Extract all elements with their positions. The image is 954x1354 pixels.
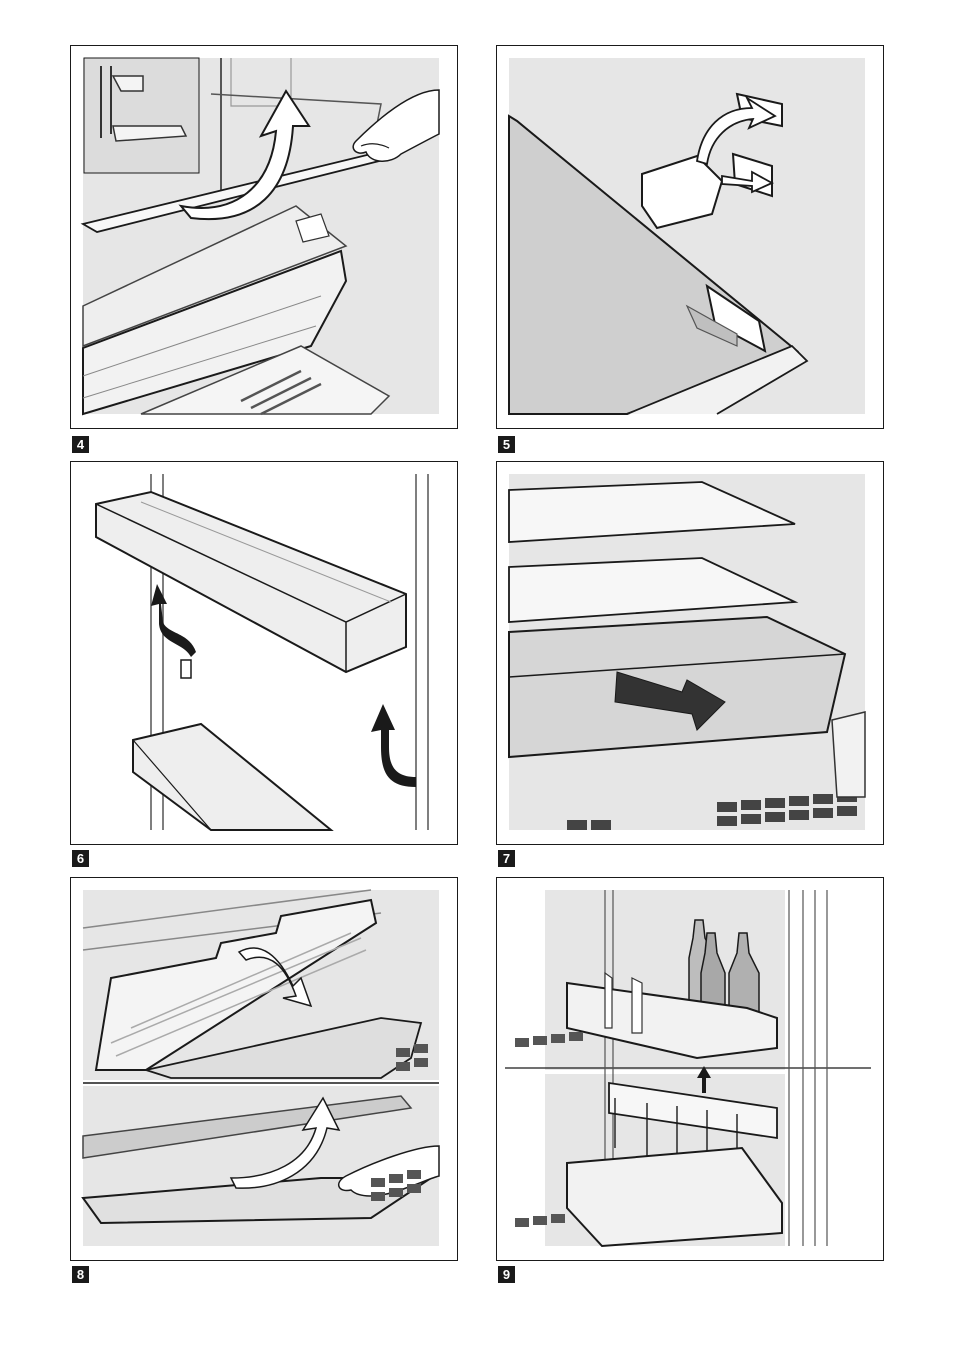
figure-9-panel bbox=[496, 877, 884, 1261]
figure-7-number: 7 bbox=[498, 850, 515, 867]
figure-6-illustration bbox=[71, 462, 458, 845]
figure-5-illustration bbox=[497, 46, 884, 429]
figure-8-number: 8 bbox=[72, 1266, 89, 1283]
figure-5-number: 5 bbox=[498, 436, 515, 453]
figure-8-panel bbox=[70, 877, 458, 1261]
figure-9-number: 9 bbox=[498, 1266, 515, 1283]
figure-9-illustration bbox=[497, 878, 884, 1261]
figure-5-panel bbox=[496, 45, 884, 429]
figure-4-illustration bbox=[71, 46, 458, 429]
figure-7-panel bbox=[496, 461, 884, 845]
figure-4-number: 4 bbox=[72, 436, 89, 453]
figure-8-illustration bbox=[71, 878, 458, 1261]
figure-6-panel bbox=[70, 461, 458, 845]
figure-4-panel bbox=[70, 45, 458, 429]
figure-7-illustration bbox=[497, 462, 884, 845]
figure-6-number: 6 bbox=[72, 850, 89, 867]
